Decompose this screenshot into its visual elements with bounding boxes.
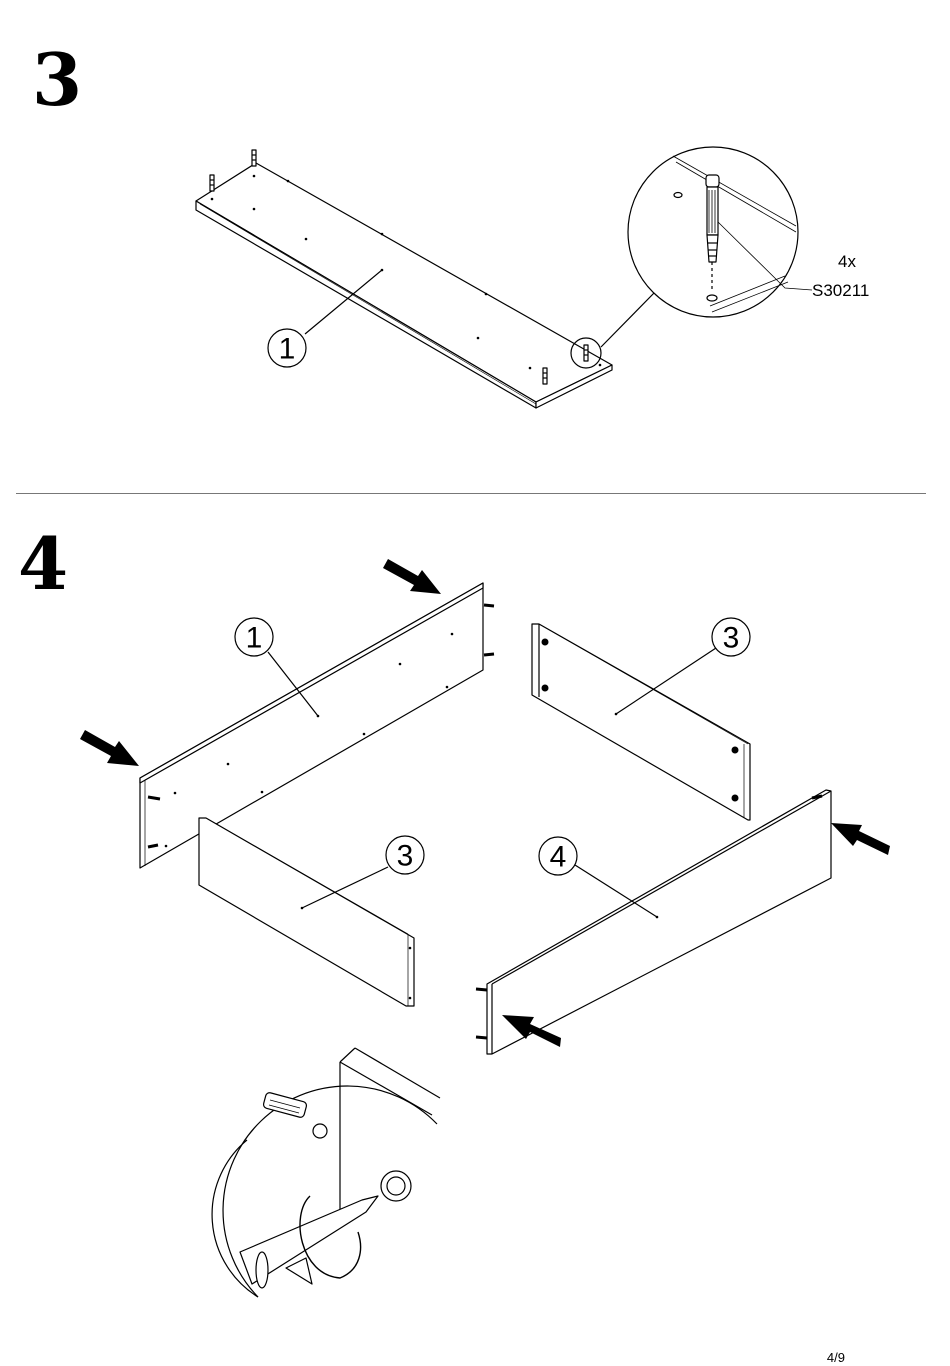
callout-front-panel: 4: [550, 841, 567, 874]
dowel-icon: [484, 605, 494, 606]
dowel-icon: [584, 345, 588, 361]
callout-part-1: 1: [279, 333, 296, 366]
dowel-icon: [476, 1037, 487, 1038]
step4-back-panel: [140, 583, 494, 868]
step4-screw-detail: [212, 1048, 440, 1297]
push-arrow-icon: [831, 823, 890, 855]
dowel-icon: [148, 797, 160, 799]
push-arrow-icon: [383, 559, 441, 594]
step4-right-side-panel: [532, 618, 750, 820]
dowel-icon: [210, 175, 214, 191]
step4-left-side-panel: [199, 818, 424, 1006]
push-arrow-icon: [80, 730, 139, 766]
step3-panel: [196, 150, 612, 408]
dowel-icon: [812, 796, 822, 798]
callout-left-side: 3: [397, 840, 414, 873]
dowel-icon: [148, 845, 158, 847]
dowel-icon: [252, 150, 256, 166]
cam-lock-icon: [381, 1171, 411, 1201]
step4-front-panel: [476, 790, 831, 1054]
dowel-icon: [484, 654, 494, 655]
step3-dowel-detail: [601, 147, 812, 347]
dowel-icon: [543, 368, 547, 384]
dowel-icon: [476, 989, 487, 990]
callout-right-side: 3: [723, 622, 740, 655]
callout-back-panel: 1: [246, 622, 263, 655]
